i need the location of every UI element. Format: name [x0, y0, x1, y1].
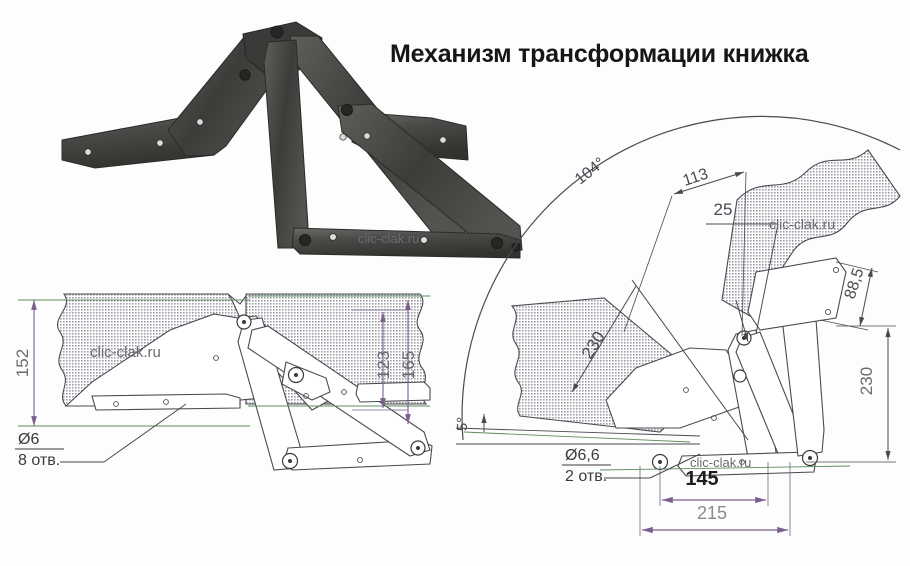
- dimension-line-angle-5: [455, 414, 701, 445]
- dimension-line-113: [623, 171, 747, 337]
- dimension-line-88-5: [819, 261, 879, 331]
- dimension-25: 25: [714, 200, 733, 219]
- leader-line-hole-6-6: [604, 453, 701, 479]
- note-hole-diameter-6-line1: Ø6: [18, 431, 39, 448]
- dimension-165: 165: [399, 351, 418, 379]
- leader-line-hole-6: [60, 403, 187, 463]
- dimension-line-230-left: [571, 279, 749, 441]
- dimension-line-230-right: [806, 325, 896, 463]
- right-elevation-drawing: [455, 115, 901, 536]
- dimension-215: 215: [697, 503, 727, 523]
- dimension-angle-104: 104°: [572, 155, 609, 189]
- page-title: Механизм трансформации книжка: [390, 40, 809, 68]
- dimension-line-123: [352, 309, 408, 411]
- dimension-113: 113: [681, 166, 711, 190]
- left-elevation-drawing: [18, 293, 433, 471]
- dimension-angle-5: 5°: [454, 417, 471, 431]
- mechanism-photograph: [61, 21, 523, 259]
- dimension-123: 123: [374, 351, 393, 379]
- note-hole-diameter-6-6-line2: 2 отв.: [565, 468, 607, 485]
- note-hole-diameter-6-6-line1: Ø6,6: [565, 447, 600, 464]
- dimension-230-right: 230: [857, 367, 876, 395]
- dimension-145: 145: [685, 468, 718, 490]
- note-labels-layer: Ø6 8 отв. Ø6,6 2 отв.: [15, 431, 611, 485]
- dimension-152: 152: [13, 349, 32, 377]
- dimension-line-25: [706, 223, 779, 343]
- note-hole-diameter-6-line2: 8 отв.: [18, 452, 60, 469]
